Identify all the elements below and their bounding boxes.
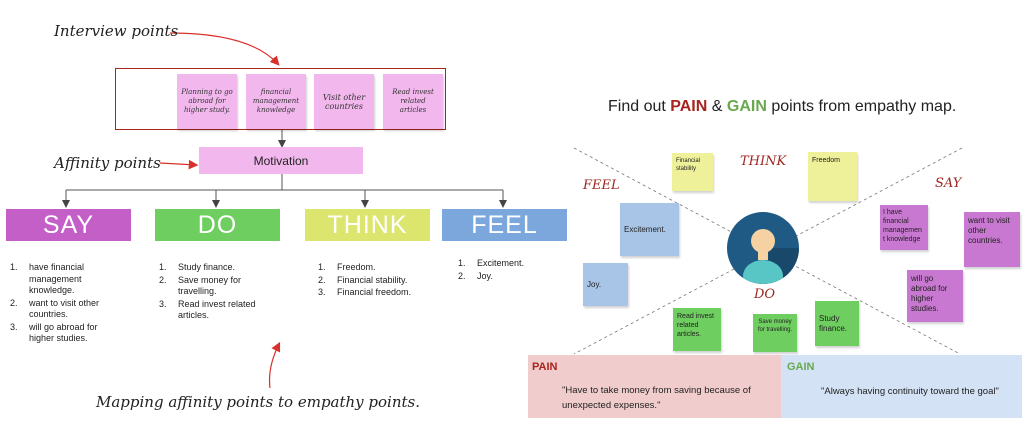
motivation-box: Motivation <box>199 147 363 174</box>
list-item: 2.Save money for travelling. <box>159 274 242 297</box>
quadrant-think: THINK <box>740 154 787 169</box>
interview-note-2: financial management knowledge <box>246 74 306 129</box>
feel-note-joy: Joy. <box>583 263 628 306</box>
list-item: 1.Excitement. <box>458 258 525 268</box>
say-list: 1.have financial management knowledge. 2… <box>10 262 120 346</box>
gain-panel: GAIN "Always having continuity toward th… <box>781 355 1022 418</box>
think-note-freedom: Freedom <box>808 152 857 201</box>
list-item: 3.will go abroad for higher studies. <box>10 321 98 344</box>
think-list: 1.Freedom. 2.Financial stability. 3.Fina… <box>318 262 438 300</box>
list-item: 2.Financial stability. <box>318 274 408 285</box>
interview-points-label: Interview points <box>54 22 179 40</box>
affinity-arrow <box>159 159 199 170</box>
mapping-arrow <box>268 341 281 389</box>
say-note-abroad-studies: will go abroad for higher studies. <box>907 270 963 322</box>
pain-panel: PAIN "Have to take money from saving bec… <box>528 355 781 418</box>
list-item: 2.want to visit other countries. <box>10 297 100 320</box>
pain-title: PAIN <box>532 361 558 373</box>
quadrant-do: DO <box>754 287 776 302</box>
list-item: 2.Joy. <box>458 270 493 281</box>
say-note-financial-knowledge: I have financial managemen t knowledge <box>880 205 928 250</box>
do-note-save-money: Save money for travelling. <box>753 314 797 352</box>
category-do: DO <box>155 209 280 241</box>
gain-text: "Always having continuity toward the goa… <box>821 386 999 397</box>
list-item: 1.have financial management knowledge. <box>10 262 85 295</box>
heading-gain: GAIN <box>726 98 767 115</box>
quadrant-say: SAY <box>935 176 962 191</box>
motivation-label: Motivation <box>253 153 309 168</box>
quadrant-feel: FEEL <box>583 178 620 193</box>
avatar <box>727 212 799 284</box>
do-note-study-finance: Study finance. <box>815 301 859 346</box>
interview-note-1: Planning to go abroad for higher study. <box>177 74 237 129</box>
feel-note-excitement: Excitement. <box>620 203 679 256</box>
do-list: 1.Study finance. 2.Save money for travel… <box>159 262 271 323</box>
list-item: 1.Freedom. <box>318 262 376 272</box>
gain-title: GAIN <box>787 361 815 373</box>
list-item: 3.Financial freedom. <box>318 287 412 297</box>
do-note-read-articles: Read invest related articles. <box>673 308 721 351</box>
heading-pain: PAIN <box>670 98 708 115</box>
category-think: THINK <box>305 209 430 241</box>
interview-box <box>115 68 446 130</box>
list-item: 3.Read invest related articles. <box>159 298 256 321</box>
mapping-label: Mapping affinity points to empathy point… <box>96 393 421 411</box>
think-note-financial-stability: Financial stability <box>672 153 713 191</box>
say-note-visit-countries: want to visit other countries. <box>964 212 1020 267</box>
list-item: 1.Study finance. <box>159 262 236 272</box>
affinity-points-label: Affinity points <box>54 154 161 172</box>
category-feel: FEEL <box>442 209 567 241</box>
feel-list: 1.Excitement. 2.Joy. <box>458 258 558 283</box>
interview-note-4: Read invest related articles <box>383 74 443 129</box>
pain-text: "Have to take money from saving because … <box>562 385 751 411</box>
empathy-heading: Find out PAIN & GAIN points from empathy… <box>608 98 957 115</box>
category-say: SAY <box>6 209 131 241</box>
interview-note-3: Visit other countries <box>314 74 374 129</box>
interview-arrow <box>169 32 280 66</box>
